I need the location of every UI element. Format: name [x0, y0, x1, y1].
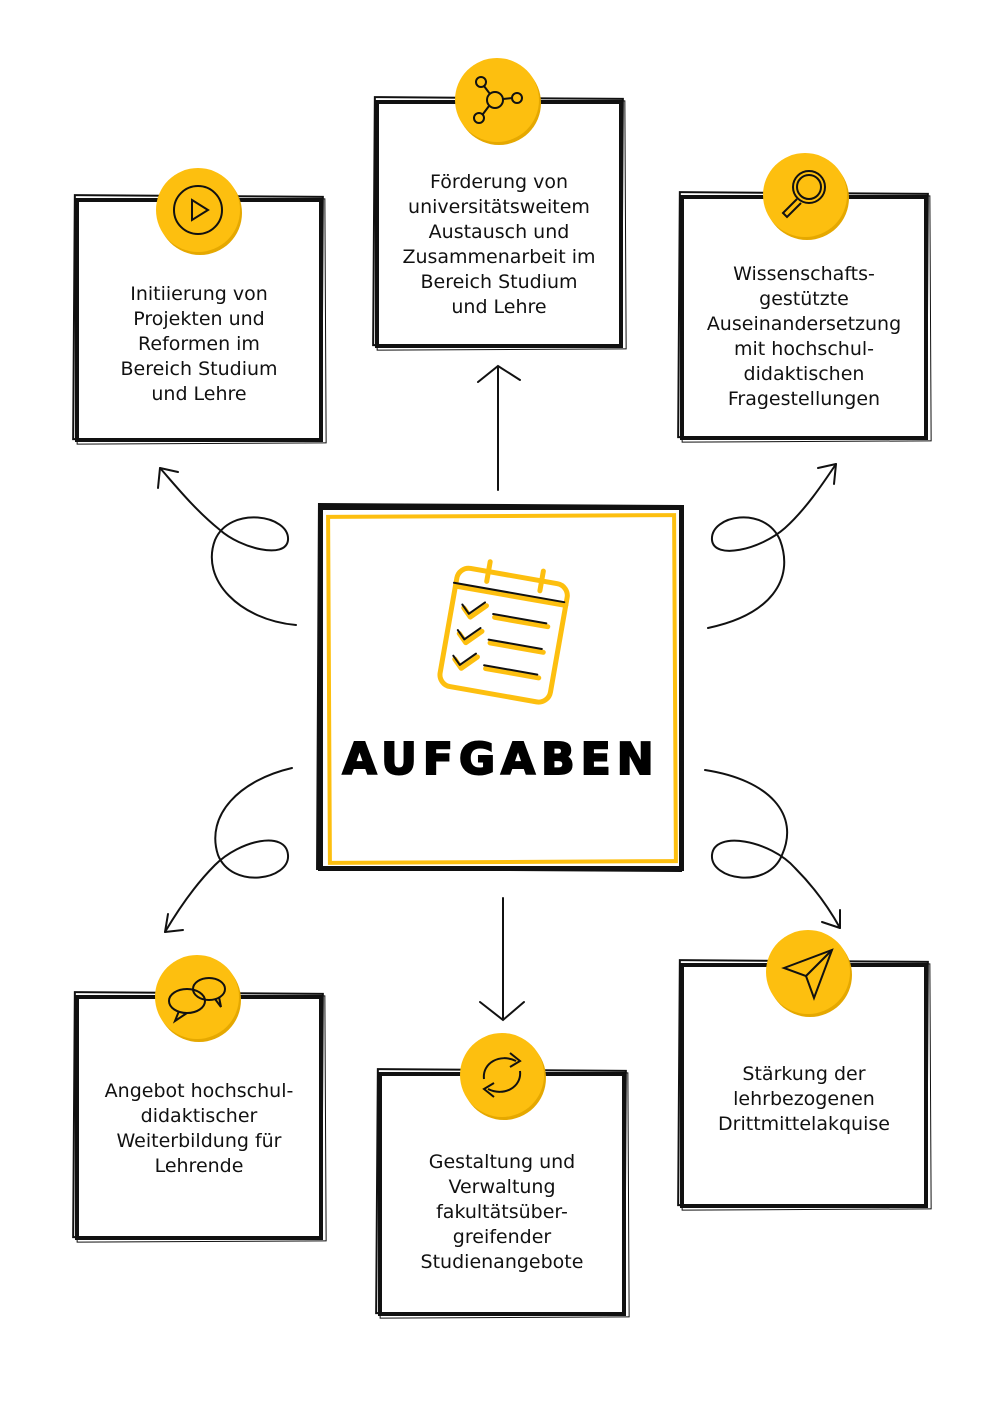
task-box-funding: Stärkung der lehrbezogenen Drittmittelak…: [680, 963, 928, 1208]
refresh-icon: [460, 1033, 544, 1117]
task-text: Stärkung der lehrbezogenen Drittmittelak…: [718, 1063, 890, 1135]
magnifier-icon: [763, 153, 847, 237]
center-box: AUFGABEN: [318, 505, 684, 871]
task-text: Förderung von universitätsweitem Austaus…: [402, 171, 596, 318]
arrow-top: [477, 364, 521, 491]
checklist-calendar-icon: [437, 559, 570, 705]
task-text: Angebot hochschul- didaktischer Weiterbi…: [104, 1080, 294, 1177]
page-title: AUFGABEN: [341, 733, 660, 786]
arrow-bottom: [479, 897, 525, 1022]
arrow-top-right: [707, 463, 837, 629]
arrow-bottom-right: [704, 769, 841, 929]
task-text: Initiierung von Projekten und Reformen i…: [120, 283, 278, 405]
chat-bubbles-icon: [155, 955, 239, 1039]
arrow-top-left: [157, 467, 297, 626]
task-box-projects: Initiierung von Projekten und Reformen i…: [75, 198, 323, 442]
paper-plane-icon: [766, 930, 850, 1014]
task-box-exchange: Förderung von universitätsweitem Austaus…: [375, 100, 623, 348]
task-text: Wissenschafts- gestützte Auseinandersetz…: [706, 263, 902, 410]
network-icon: [455, 58, 539, 142]
arrow-bottom-left: [164, 767, 293, 933]
play-icon: [156, 168, 240, 252]
task-text: Gestaltung und Verwaltung fakultätsüber-…: [420, 1151, 584, 1273]
